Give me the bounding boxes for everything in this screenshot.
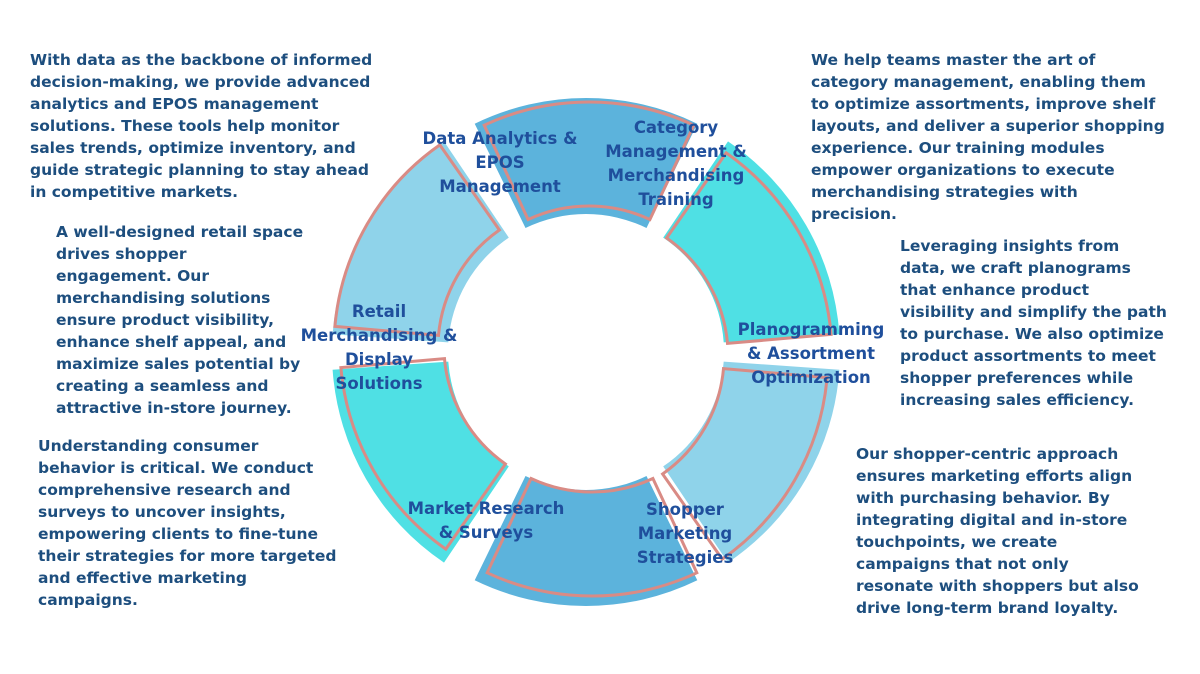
segment-market-research: [332, 361, 509, 563]
segment-category-management: [663, 141, 840, 343]
description-category-management: We help teams master the art of category…: [811, 51, 1165, 223]
segment-label-category-management: Category Management & Merchandising Trai…: [605, 118, 747, 209]
segment-outline-planogramming: [660, 366, 829, 562]
segment-shopper-marketing: [474, 476, 698, 606]
description-shopper-marketing: Our shopper-centric approach ensures mar…: [856, 445, 1139, 617]
segment-retail-merchandising: [332, 141, 509, 343]
description-retail-merchandising: A well-designed retail space drives shop…: [56, 223, 304, 417]
segment-planogramming: [663, 361, 840, 563]
segment-label-data-analytics: Data Analytics & EPOS Management: [422, 129, 578, 196]
segment-label-market-research: Market Research & Surveys: [407, 499, 565, 542]
segment-label-planogramming: Planogramming & Assortment Optimization: [737, 320, 885, 387]
segment-outline-category-management: [664, 150, 833, 346]
description-data-analytics: With data as the backbone of informed de…: [30, 51, 373, 201]
segment-outline-data-analytics: [482, 100, 696, 222]
segment-label-retail-merchandising: Retail Merchandising & Display Solutions: [300, 302, 458, 393]
segment-outline-market-research: [339, 356, 508, 552]
segment-label-shopper-marketing: Shopper Marketing Strategies: [636, 500, 734, 567]
segment-outline-shopper-marketing: [485, 476, 699, 598]
segment-outline-retail-merchandising: [333, 142, 502, 338]
description-market-research: Understanding consumer behavior is criti…: [38, 437, 337, 609]
segment-data-analytics: [474, 98, 698, 228]
description-planogramming: Leveraging insights from data, we craft …: [900, 237, 1167, 409]
